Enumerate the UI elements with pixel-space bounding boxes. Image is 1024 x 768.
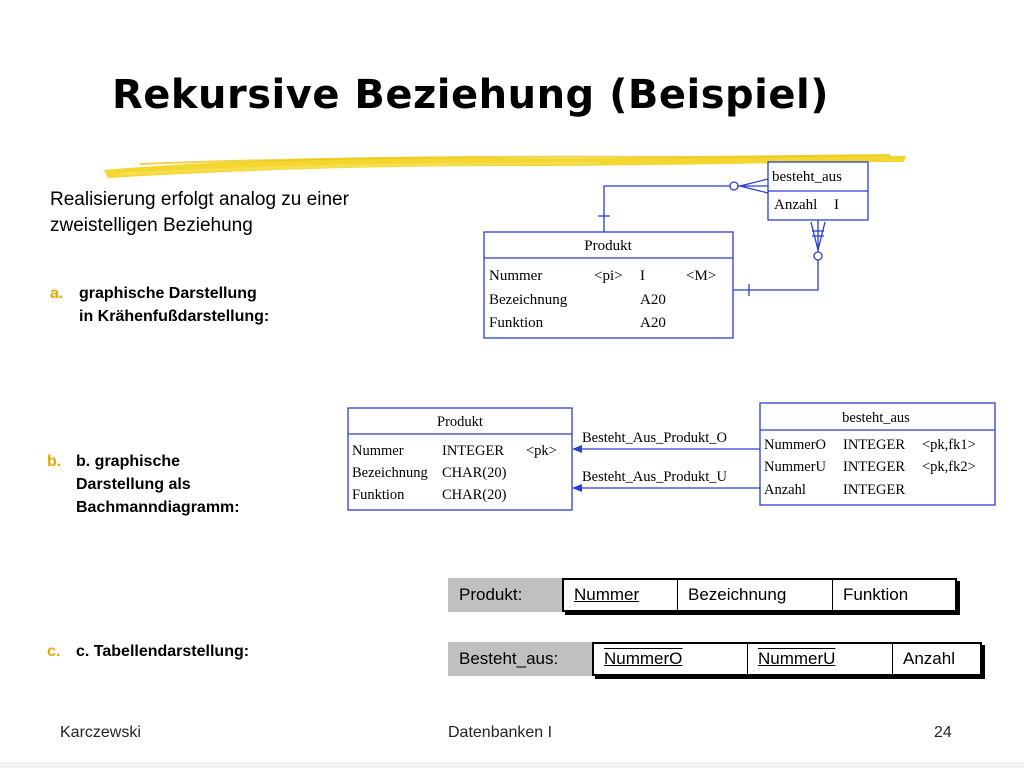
bm-besteht-aus-row1-name: NummerO [764, 437, 826, 453]
bottom-bar [0, 762, 1024, 768]
bm-relation-label-o: Besteht_Aus_Produkt_O [582, 430, 727, 446]
cf-produkt-row1-name: Nummer [489, 268, 542, 284]
bm-produkt-title: Produkt [437, 414, 483, 430]
bm-besteht-aus-title: besteht_aus [842, 410, 910, 426]
bm-produkt-row2-type: CHAR(20) [442, 465, 507, 481]
bm-besteht-aus-row2-name: NummerU [764, 459, 827, 475]
bm-produkt-row2-name: Bezeichnung [352, 465, 428, 481]
bm-besteht-aus-row3-type: INTEGER [843, 482, 905, 498]
bm-besteht-aus-box [759, 402, 996, 506]
bm-besteht-aus-row2-type: INTEGER [843, 459, 905, 475]
bm-produkt-box [347, 407, 573, 511]
cf-besteht-aus-row1-name: Anzahl [774, 197, 817, 213]
cf-produkt-row2-name: Bezeichnung [489, 292, 568, 308]
bm-produkt-row3-type: CHAR(20) [442, 487, 507, 503]
table-besteht-aus-cells: NummerO NummerU Anzahl [592, 642, 982, 676]
table-besteht-aus-cell-anzahl: Anzahl [903, 649, 955, 668]
slide-title: Rekursive Beziehung (Beispiel) [112, 72, 829, 118]
bm-produkt-row1-key: <pk> [526, 443, 557, 459]
footer-course: Datenbanken I [448, 724, 553, 741]
title-highlight-stroke [104, 154, 906, 178]
cf-produkt-title: Produkt [584, 238, 632, 254]
bm-produkt-row1-type: INTEGER [442, 443, 504, 459]
table-produkt-cell-bezeichnung: Bezeichnung [678, 580, 833, 610]
item-a-line2: in Krähenfußdarstellung: [79, 308, 270, 325]
bm-produkt-row1-name: Nummer [352, 443, 404, 459]
item-b-line3: Bachmanndiagramm: [76, 499, 240, 516]
item-b-letter: b. [47, 453, 62, 470]
bm-besteht-aus-row3-name: Anzahl [764, 482, 806, 498]
table-produkt-cells: Nummer Bezeichnung Funktion [562, 578, 957, 612]
item-a-line1: graphische Darstellung [79, 285, 257, 302]
item-c-line1: c. Tabellendarstellung: [76, 643, 250, 660]
cf-besteht-aus-row1-type: I [834, 197, 839, 213]
intro-text: Realisierung erfolgt analog zu einer zwe… [50, 189, 349, 236]
cf-produkt-row1-extra: <M> [686, 268, 716, 284]
cf-besteht-aus-title: besteht_aus [772, 169, 842, 185]
table-besteht-aus-cell-nummeru: NummerU [748, 644, 893, 674]
table-besteht-aus-cell-nummero: NummerO [594, 644, 748, 674]
table-besteht-aus: Besteht_aus: NummerO NummerU Anzahl [448, 642, 982, 676]
cf-produkt-row2-type: A20 [640, 292, 666, 308]
bm-relation-label-u: Besteht_Aus_Produkt_U [582, 469, 728, 485]
cf-produkt-row3-name: Funktion [489, 315, 544, 331]
item-b-line1: b. graphische [76, 453, 181, 470]
bm-besteht-aus-row1-key: <pk,fk1> [922, 437, 976, 453]
footer-page-number: 24 [934, 724, 952, 741]
item-c-letter: c. [47, 643, 61, 660]
footer-author: Karczewski [60, 724, 141, 741]
cf-produkt-row1-type: I [640, 268, 645, 284]
table-produkt: Produkt: Nummer Bezeichnung Funktion [448, 578, 957, 612]
cf-produkt-row3-type: A20 [640, 315, 666, 331]
bm-besteht-aus-row1-type: INTEGER [843, 437, 905, 453]
cf-produkt-box [483, 231, 734, 339]
bm-besteht-aus-row2-key: <pk,fk2> [922, 459, 976, 475]
cf-relation-line-1 [603, 185, 768, 232]
cf-produkt-row1-key: <pi> [594, 268, 623, 284]
cf-relation-line-2 [733, 220, 819, 291]
table-besteht-aus-label: Besteht_aus: [448, 642, 592, 676]
table-produkt-cell-nummer: Nummer [564, 580, 678, 610]
bm-produkt-row3-name: Funktion [352, 487, 405, 503]
table-produkt-cell-funktion: Funktion [843, 585, 909, 604]
item-b-line2: Darstellung als [76, 476, 191, 493]
item-a-letter: a. [50, 285, 64, 302]
table-produkt-label: Produkt: [448, 578, 562, 612]
